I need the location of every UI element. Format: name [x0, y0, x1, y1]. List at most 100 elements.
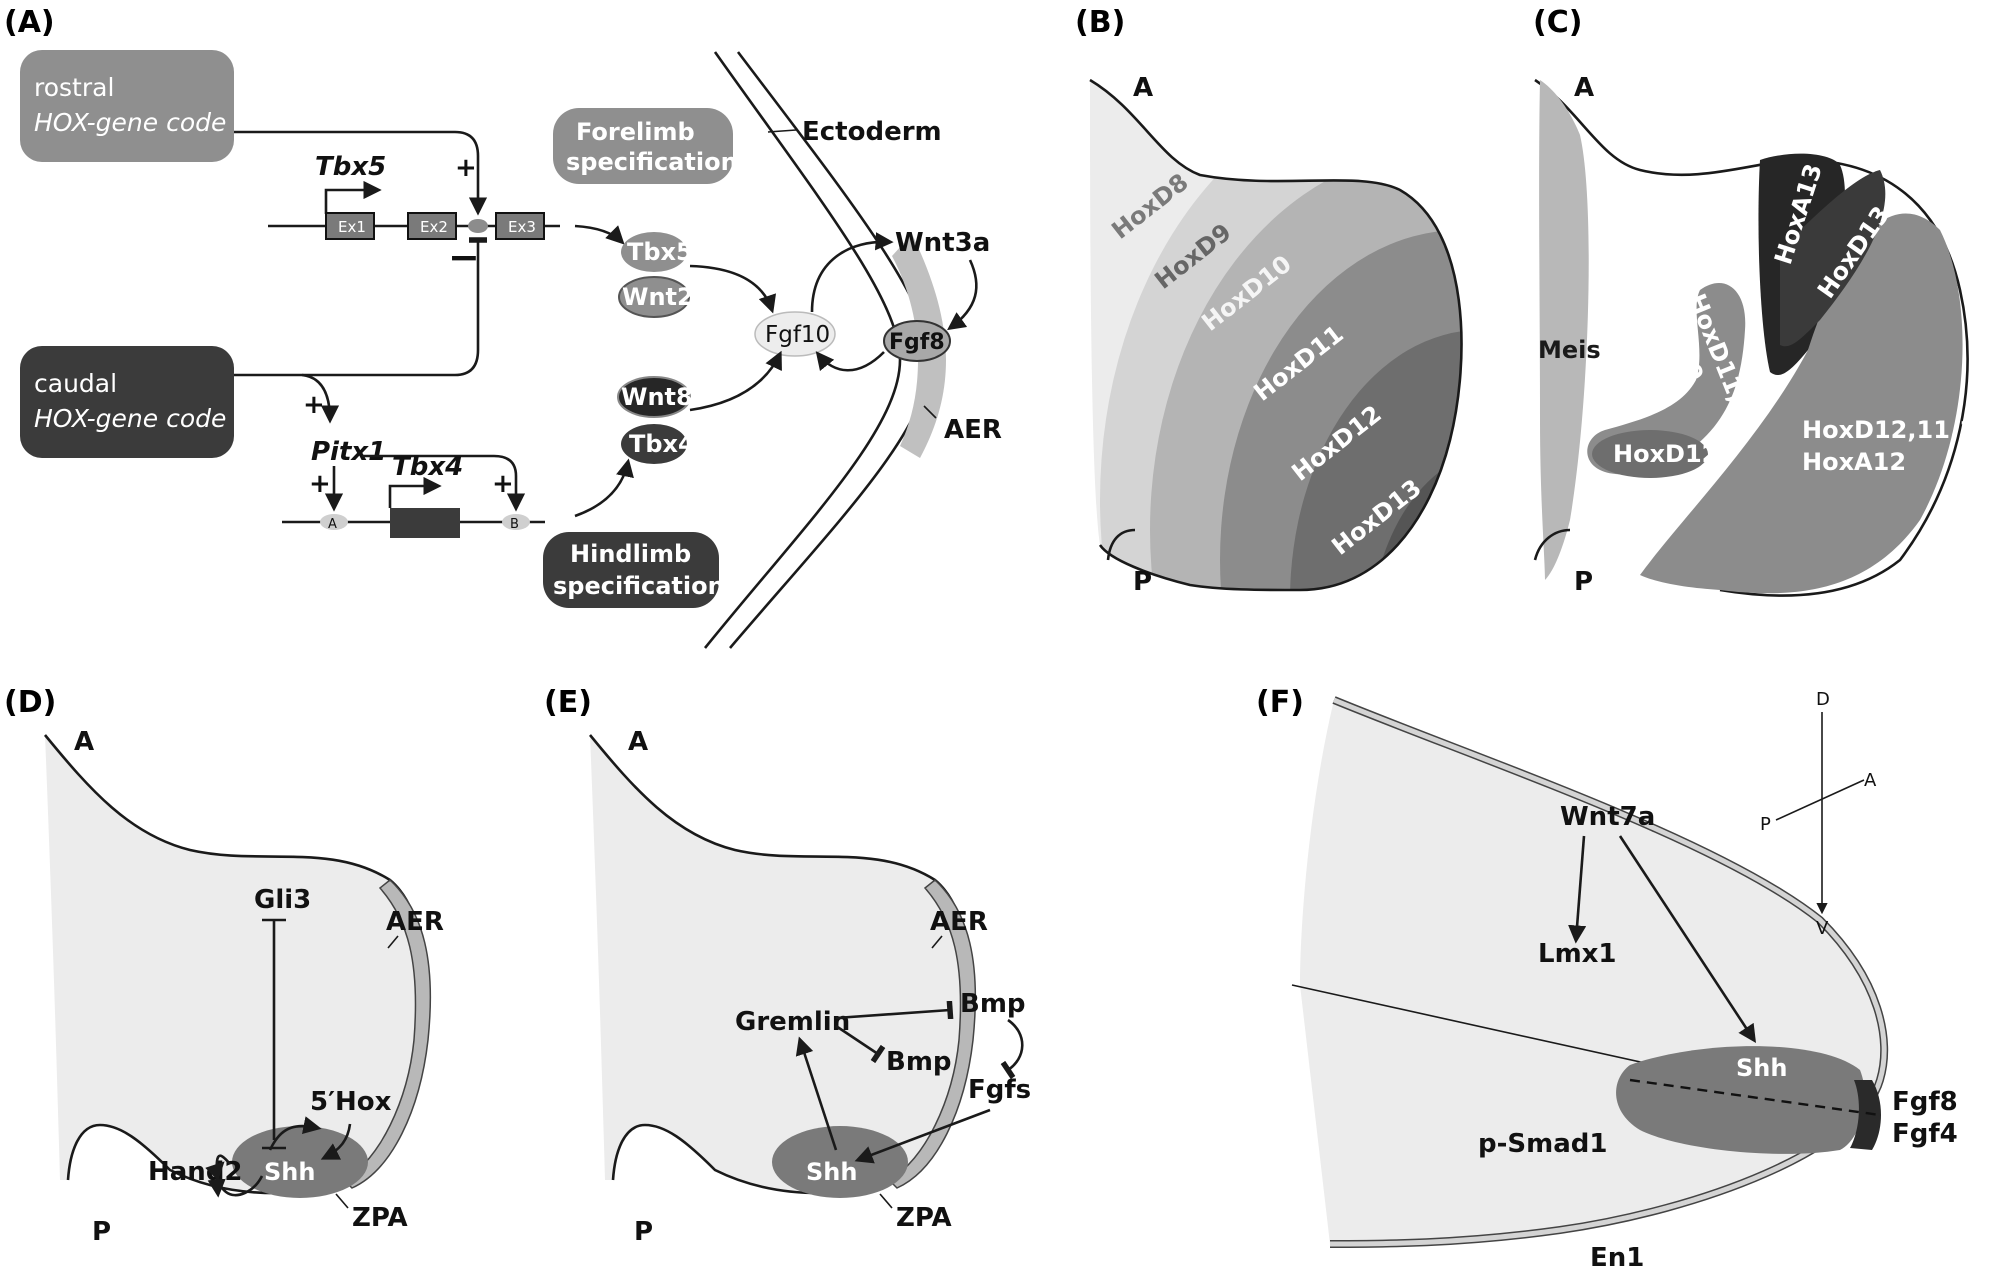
- wnt2b-node: [618, 276, 690, 318]
- aer-d: [342, 879, 432, 1189]
- caudal-hox-box: [20, 346, 234, 458]
- aer-e: [887, 879, 977, 1189]
- d-anterior: A: [74, 727, 94, 757]
- hoxd13-domain: [1380, 518, 1462, 590]
- caudal-label-2: HOX-gene code: [34, 404, 226, 433]
- b-posterior: P: [1133, 567, 1152, 597]
- gremlin-inhibits-bmp: [835, 1024, 886, 1064]
- ectoderm-f-inner: [1329, 697, 1887, 1247]
- ex1-box: [325, 212, 375, 240]
- fgfs-label: Fgfs: [968, 1075, 1031, 1105]
- caudal-repression: [234, 237, 488, 377]
- en1-label: En1: [1590, 1243, 1644, 1269]
- panel-d-label: (D): [4, 685, 56, 720]
- fgfs-to-shh-arrow: [854, 1108, 991, 1164]
- tbx4-gene-label: Tbx4: [392, 452, 463, 482]
- fgf8-node: [883, 320, 951, 362]
- forelimb-line-2: specification: [566, 148, 738, 176]
- ectoderm-outer: [703, 51, 902, 649]
- ex2-box: [407, 212, 457, 240]
- panel-e: (E) A P AER Gremlin Bmp Bmp Fgfs Shh ZPA: [544, 685, 1031, 1247]
- aer-f: [1850, 1080, 1881, 1150]
- zpa-f: [1616, 1046, 1865, 1154]
- wnt3a-to-fgf8-arrow: [947, 259, 978, 331]
- panel-a: (A) rostral HOX-gene code caudal HOX-gen…: [4, 5, 1002, 649]
- caudal-label-1: caudal: [34, 369, 117, 398]
- c-anterior: A: [1574, 73, 1594, 103]
- enhancer-a: [320, 514, 348, 530]
- plus-enh-b: +: [492, 469, 514, 499]
- panel-f-label: (F): [1256, 685, 1304, 720]
- tbx5-to-fgf10-arrow: [689, 264, 777, 314]
- forelimb-spec-box: [553, 108, 733, 184]
- wnt3a-label: Wnt3a: [895, 228, 990, 258]
- plus-rostral: +: [455, 153, 477, 183]
- wnt7a-label: Wnt7a: [1560, 802, 1655, 832]
- lmx1-label: Lmx1: [1538, 939, 1617, 969]
- tbx5-enhancer: [468, 219, 488, 233]
- shh-to-hand2-arrow: [205, 1161, 264, 1197]
- limb-e-mesenchyme: [590, 735, 969, 1194]
- axis-d-label: D: [1816, 689, 1830, 710]
- psmad1-label: p-Smad1: [1478, 1129, 1607, 1159]
- panel-f: (F) Wnt7a Lmx1 Shh p-Smad1 Fgf8 Fgf4 En1…: [1256, 685, 1958, 1269]
- ex3-box: [495, 212, 545, 240]
- tbx4-tss-arrow: [388, 476, 442, 508]
- axis-ap: [1775, 779, 1865, 821]
- e-posterior: P: [634, 1217, 653, 1247]
- ex3-label: Ex3: [508, 218, 536, 236]
- hand2-shh-loop: [207, 1154, 231, 1198]
- ectoderm-label: Ectoderm: [802, 117, 942, 147]
- wnt7a-to-lmx1-arrow: [1568, 835, 1587, 944]
- hindlimb-spec-box: [543, 532, 719, 608]
- shh-e-label: Shh: [806, 1158, 857, 1186]
- pitx1-label: Pitx1: [311, 437, 386, 467]
- wnt8c-node: [617, 376, 691, 418]
- shh-to-hox-arrow: [268, 1116, 322, 1151]
- panel-d: (D) A P Gli3 AER 5′Hox Hand2 Shh ZPA: [4, 685, 444, 1247]
- aer-e-pointer: [931, 935, 943, 949]
- hoxd12-c-domain: [1592, 430, 1708, 478]
- ex1-label: Ex1: [338, 218, 366, 236]
- tbx4-node-label: Tbx4: [629, 430, 695, 458]
- meis-domain: [1539, 80, 1589, 580]
- fgf8-to-fgf10-arrow: [815, 351, 885, 372]
- limb-b-posterior-notch: [1106, 528, 1136, 561]
- aer-pointer-a: [923, 405, 937, 419]
- tbx5-expression-arrow: [574, 224, 625, 245]
- enhancer-a-label: A: [328, 517, 337, 532]
- zpa-e: [772, 1126, 908, 1198]
- fgf10-label: Fgf10: [765, 322, 830, 348]
- zpa-d-pointer: [335, 1193, 349, 1209]
- rostral-label-2: HOX-gene code: [34, 108, 226, 137]
- enhancer-b: [502, 514, 530, 530]
- fgf10-node: [754, 311, 836, 357]
- caudal-to-pitx1-arrow: [301, 373, 340, 424]
- dv-dashed-line: [1629, 1078, 1881, 1117]
- shh-d-label: Shh: [264, 1158, 315, 1186]
- forelimb-line-1: Forelimb: [576, 118, 695, 146]
- gremlin-inhibits-bmp-aer: [835, 1000, 954, 1020]
- fgf8-label: Fgf8: [889, 330, 945, 355]
- tbx5-tss-arrow: [324, 180, 382, 214]
- bmp-inhibits-fgfs: [1000, 1018, 1024, 1080]
- ex2-label: Ex2: [420, 218, 448, 236]
- axis-v-label: V: [1816, 918, 1829, 939]
- d-posterior: P: [92, 1217, 111, 1247]
- limb-d-mesenchyme: [45, 735, 424, 1194]
- wnt2b-node-label: Wnt2b: [622, 283, 711, 311]
- fgf8-f-label: Fgf8: [1892, 1087, 1958, 1117]
- wnt7a-to-shh-arrow: [1618, 835, 1756, 1044]
- panel-c: (C) A P Meis HoxD11, 10 HoxD12 HoxA13 Ho…: [1533, 5, 1992, 597]
- hox5-label: 5′Hox: [310, 1087, 392, 1117]
- bmp-top-label: Bmp: [960, 989, 1026, 1019]
- hoxd13-domain: [1780, 170, 1886, 347]
- minus-caudal: −: [448, 235, 480, 279]
- hoxd11-10-domain: [1587, 283, 1746, 475]
- panel-b-label: (B): [1075, 5, 1125, 40]
- distal-hox-domain: [1640, 213, 1963, 594]
- hindlimb-line-1: Hindlimb: [570, 540, 691, 568]
- pitx1-to-b-arrow: [362, 454, 526, 512]
- tbx4-node: [621, 424, 687, 464]
